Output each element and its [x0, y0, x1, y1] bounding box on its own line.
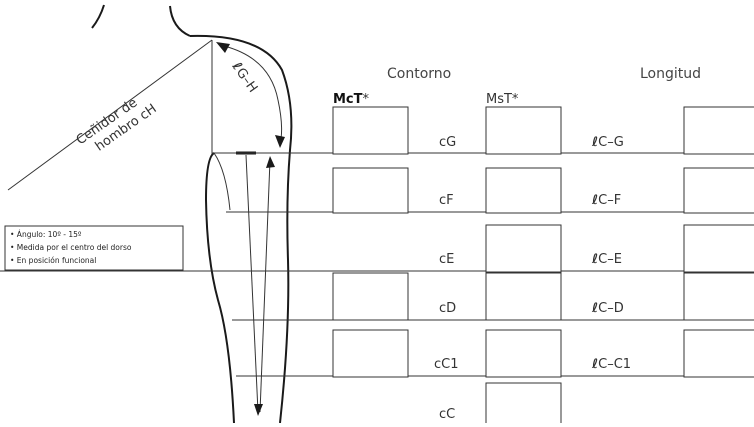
input-box-mct-cd[interactable]	[332, 272, 409, 321]
input-box-length-c-c1[interactable]	[683, 329, 754, 378]
contour-code-cd: cD	[439, 301, 456, 316]
contour-code-cc: cC	[439, 407, 455, 422]
neck-outline-left	[91, 4, 105, 29]
header-contorno: Contorno	[387, 66, 451, 82]
ell-symbol-c-f: ℓ	[591, 193, 598, 208]
input-box-length-c-g[interactable]	[683, 106, 754, 155]
ell-symbol-c-d: ℓ	[591, 301, 598, 316]
input-box-mst-cd[interactable]	[485, 272, 562, 321]
arm-length-line-2	[259, 159, 271, 413]
input-box-length-c-e[interactable]	[683, 224, 754, 273]
notes-box	[4, 225, 184, 271]
arm-length-arrow-top	[266, 156, 275, 168]
length-code-c-f: ℓC–F	[591, 193, 621, 208]
contour-code-ce: cE	[439, 252, 454, 267]
g-h-length-text: G–H	[233, 65, 260, 95]
arm-length-arrow-bottom	[254, 404, 263, 416]
length-code-c-c1: ℓC–C1	[591, 357, 631, 372]
note-measure: • Medida por el centro del dorso	[10, 243, 132, 252]
length-code-c-g-text: C–G	[598, 135, 624, 150]
ell-symbol-c-c1: ℓ	[591, 357, 598, 372]
input-box-mst-cc1[interactable]	[485, 329, 562, 378]
contour-code-cg: cG	[439, 135, 456, 150]
column-mct: McT*	[333, 92, 370, 107]
contour-code-cc1: cC1	[434, 357, 459, 372]
note-position: • En posición funcional	[10, 256, 96, 265]
inner-arm-outline	[204, 152, 235, 424]
length-code-c-d-text: C–D	[598, 301, 624, 316]
length-code-c-g: ℓC–G	[591, 135, 624, 150]
input-box-mct-cf[interactable]	[332, 167, 409, 214]
header-longitud: Longitud	[640, 66, 701, 82]
arm-length-line-1	[245, 154, 259, 413]
shoulder-girdle-line	[7, 39, 213, 191]
armpit-curve	[213, 152, 231, 211]
note-angle: • Ángulo: 10º - 15º	[10, 230, 82, 239]
length-code-c-f-text: C–F	[598, 193, 621, 208]
length-code-c-c1-text: C–C1	[598, 357, 631, 372]
g-h-arrow-head-bottom	[275, 135, 285, 148]
g-h-length-label: ℓ G–H	[228, 59, 260, 96]
length-code-c-e: ℓC–E	[591, 252, 622, 267]
input-box-length-c-d[interactable]	[683, 272, 754, 321]
column-mct-label: McT	[333, 92, 363, 107]
input-box-mst-ce[interactable]	[485, 224, 562, 273]
input-box-mct-cg[interactable]	[332, 106, 409, 155]
input-box-mct-cc1[interactable]	[332, 329, 409, 378]
ell-symbol-c-g: ℓ	[591, 135, 598, 150]
shoulder-girdle-label: Ceñidor de hombro cH	[74, 95, 160, 154]
ell-symbol-c-e: ℓ	[591, 252, 598, 267]
column-mct-asterisk: *	[363, 92, 370, 107]
g-h-arrow-curve	[223, 45, 283, 145]
length-code-c-d: ℓC–D	[591, 301, 624, 316]
neck-outline-right	[169, 5, 191, 37]
input-box-mst-cf[interactable]	[485, 167, 562, 214]
input-box-mst-cg[interactable]	[485, 106, 562, 155]
shoulder-arm-outline	[189, 34, 293, 424]
length-code-c-e-text: C–E	[598, 252, 622, 267]
g-h-arrow-head-top	[216, 42, 230, 53]
input-box-mst-cc[interactable]	[485, 382, 562, 427]
column-mst: MsT*	[486, 92, 519, 107]
input-box-length-c-f[interactable]	[683, 167, 754, 214]
contour-code-cf: cF	[439, 193, 454, 208]
